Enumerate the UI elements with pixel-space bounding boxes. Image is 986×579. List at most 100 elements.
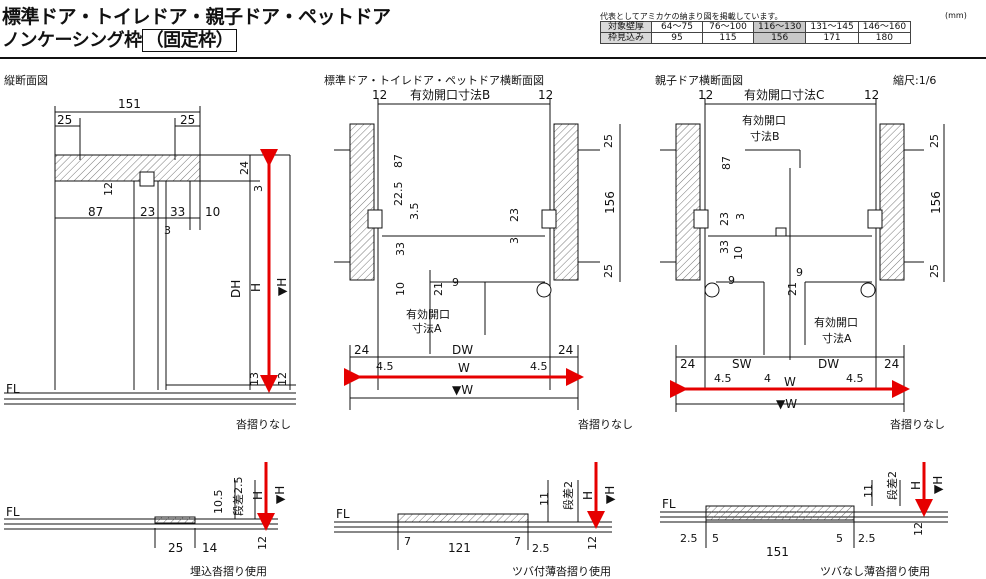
label-open-a1-pc: 有効開口 (814, 315, 858, 329)
spec-table: 対象壁厚 64～75 76～100 116～130 131～145 146～16… (600, 21, 912, 44)
detail-embedded-threshold (4, 480, 278, 548)
dim-25-pc-top: 25 (928, 134, 941, 148)
label-no-threshold-2: 沓摺りなし (578, 417, 633, 431)
caption-flangeless: ツバなし薄沓摺り使用 (820, 564, 930, 578)
label-open-b2: 寸法B (750, 129, 780, 143)
dim-9-pc-right: 9 (796, 266, 803, 279)
door-knob-child (704, 282, 720, 298)
door-knob-standard (536, 282, 552, 298)
standard-horizontal-section (334, 98, 621, 410)
label-h-tri-d3: ▼H (931, 476, 945, 494)
dim-3-5: 3.5 (408, 203, 421, 221)
dim-151-d3: 151 (766, 545, 789, 559)
dim-33-std: 33 (394, 242, 407, 256)
dim-7-d2-left: 7 (404, 535, 411, 548)
dim-156-pc: 156 (929, 191, 943, 214)
label-dh: DH (229, 280, 243, 298)
caption-embedded: 埋込沓摺り使用 (190, 564, 267, 578)
label-open-b1: 有効開口 (742, 113, 786, 127)
label-step-2-5: 段差2.5 (231, 477, 245, 517)
label-w-tri-std: ▼W (452, 383, 473, 397)
dim-5-d3-left: 5 (712, 532, 719, 545)
section-title-standard: 標準ドア・トイレドア・ペットドア横断面図 (324, 73, 544, 87)
label-dw-pc: DW (818, 357, 839, 371)
label-w-tri-pc: ▼W (776, 397, 797, 411)
dim-87-std: 87 (392, 154, 405, 168)
label-w-pc: W (784, 375, 796, 389)
dim-3-std: 3 (508, 237, 521, 244)
label-fl-d1: FL (6, 505, 20, 519)
dim-12-d2: 12 (586, 536, 599, 550)
dim-9-pc-left: 9 (728, 274, 735, 287)
section-title-vertical: 縦断面図 (4, 73, 48, 87)
dim-121-d2: 121 (448, 541, 471, 555)
section-title-parent-child: 親子ドア横断面図 (655, 73, 743, 87)
dim-87: 87 (88, 205, 103, 219)
parent-child-horizontal-section (660, 98, 945, 412)
label-fl-d3: FL (662, 497, 676, 511)
dim-3-pc: 3 (734, 213, 747, 220)
detail-flangeless-thin (660, 480, 948, 548)
dim-25-std-bottom: 25 (602, 264, 615, 278)
label-step-2-d2: 段差2 (561, 481, 575, 510)
dim-4-5-std-left: 4.5 (376, 360, 394, 373)
label-open-c-full: 有効開口寸法C (744, 87, 824, 102)
label-h: H (249, 283, 263, 292)
dim-10-std: 10 (394, 282, 407, 296)
dim-25-std-top: 25 (602, 134, 615, 148)
dim-151: 151 (118, 97, 141, 111)
label-fl: FL (6, 382, 20, 396)
dim-22-5: 22.5 (392, 182, 405, 207)
table-note: 代表としてアミカケの納まり図を掲載しています。 (600, 12, 783, 21)
scale-label: 縮尺:1/6 (893, 73, 936, 87)
subtitle-prefix: ノンケーシング枠 (2, 30, 142, 51)
dim-10-pc: 10 (732, 246, 745, 260)
label-w-std: W (458, 361, 470, 375)
dim-33: 33 (170, 205, 185, 219)
dim-12-pc-left: 12 (698, 88, 713, 102)
dim-2-5-d2: 2.5 (532, 542, 550, 555)
dim-24-std-left: 24 (354, 343, 369, 357)
dim-25-pc-bottom: 25 (928, 264, 941, 278)
dim-11-d3: 11 (862, 484, 875, 498)
dim-12-pc-right: 12 (864, 88, 879, 102)
dim-24: 24 (238, 161, 251, 175)
label-dw-std: DW (452, 343, 473, 357)
label-no-threshold-1: 沓摺りなし (236, 417, 291, 431)
label-open-a2: 寸法A (412, 321, 442, 335)
label-h-d2: H (581, 491, 595, 500)
label-open-a1: 有効開口 (406, 307, 450, 321)
dim-24-pc-right: 24 (884, 357, 899, 371)
dim-25-d1: 25 (168, 541, 183, 555)
dim-12-fl: 12 (276, 372, 289, 386)
dim-21-pc: 21 (786, 282, 799, 296)
label-sw: SW (732, 357, 752, 371)
dim-3: 3 (252, 185, 265, 192)
dim-9-std: 9 (452, 276, 459, 289)
dim-3-small: 3 (164, 224, 171, 237)
dim-14-d1: 14 (202, 541, 217, 555)
page-title: 標準ドア・トイレドア・親子ドア・ペットドア (2, 6, 391, 28)
detail-flanged-thin (334, 480, 612, 550)
dim-7-d2-right: 7 (514, 535, 521, 548)
dim-33-pc: 33 (718, 240, 731, 254)
dim-4-5-pc-right: 4.5 (846, 372, 864, 385)
dim-24-std-right: 24 (558, 343, 573, 357)
label-open-b-full: 有効開口寸法B (410, 87, 490, 102)
label-h-d1: H (251, 491, 265, 500)
dim-4-pc: 4 (764, 372, 771, 385)
label-fl-d2: FL (336, 507, 350, 521)
dim-23-pc: 23 (718, 212, 731, 226)
label-h-tri: ▼H (275, 278, 289, 296)
page-subtitle: ノンケーシング枠（固定枠） (2, 26, 238, 52)
dim-24-pc-left: 24 (680, 357, 695, 371)
label-open-a2-pc: 寸法A (822, 331, 852, 345)
dim-10-5-d1: 10.5 (212, 490, 225, 515)
dim-12-std-right: 12 (538, 88, 553, 102)
dim-2-5-d3-left: 2.5 (680, 532, 698, 545)
dim-156-std: 156 (603, 191, 617, 214)
dim-12: 12 (102, 182, 115, 196)
dim-12-d3: 12 (912, 522, 925, 536)
dim-5-d3-right: 5 (836, 532, 843, 545)
